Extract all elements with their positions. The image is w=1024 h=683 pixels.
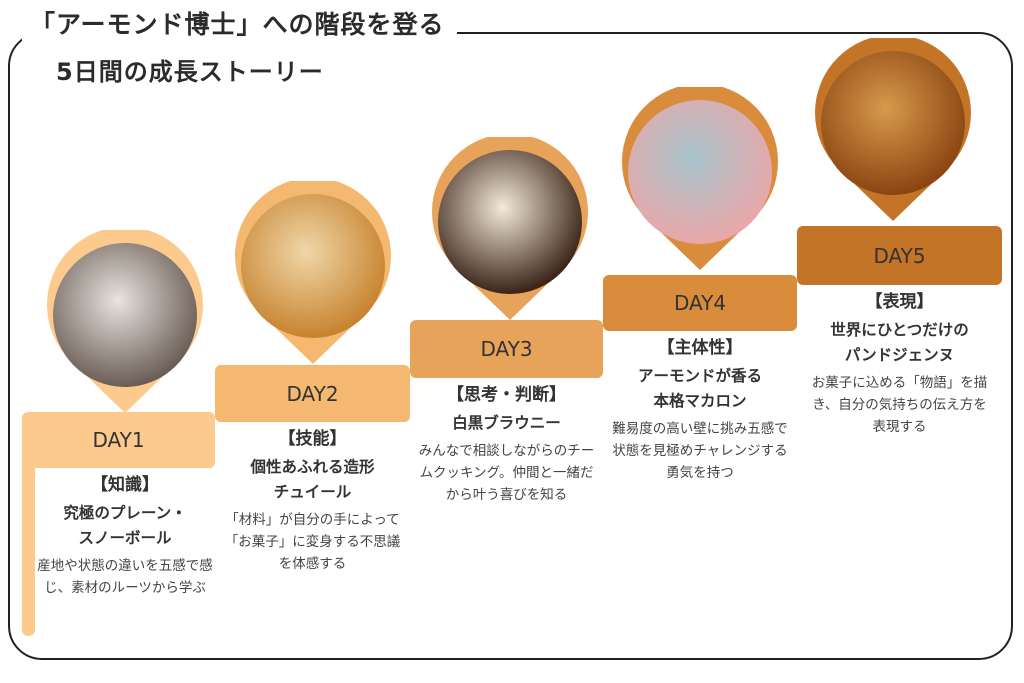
step-category: 【主体性】 — [657, 338, 743, 358]
map-pin-5 — [815, 38, 971, 221]
step-description: 難易度の高い壁に挑み五感で状態を見極めチャレンジする勇気を持つ — [612, 421, 788, 481]
step-category: 【表現】 — [865, 292, 934, 312]
marble-brownie-photo — [438, 150, 582, 294]
step-details-2: 【技能】個性あふれる造形チュイール「材料」が自分の手によって「お菓子」に変身する… — [218, 427, 408, 575]
step-title: 個性あふれる造形チュイール — [218, 455, 408, 505]
day-step-2: DAY2 — [215, 365, 410, 422]
step-riser — [22, 440, 35, 636]
step-details-4: 【主体性】アーモンドが香る本格マカロン難易度の高い壁に挑み五感で状態を見極めチャ… — [605, 336, 795, 484]
step-title: 白黒ブラウニー — [412, 411, 602, 436]
step-title-line: アーモンドが香る — [637, 367, 762, 385]
step-title-line: 本格マカロン — [653, 392, 747, 410]
step-description: みんなで相談しながらのチームクッキング。仲間と一緒だから叶う喜びを知る — [418, 443, 595, 503]
day-step-3: DAY3 — [410, 320, 603, 378]
tuile-cookies-photo — [241, 194, 385, 338]
step-title: 究極のプレーン・スノーボール — [30, 501, 220, 551]
day-step-4: DAY4 — [603, 275, 797, 331]
step-title-line: 白黒ブラウニー — [452, 414, 561, 432]
step-title-line: チュイール — [273, 483, 352, 501]
step-title-line: パンドジェンヌ — [844, 346, 955, 364]
step-title-line: 究極のプレーン・ — [63, 504, 187, 522]
step-details-3: 【思考・判断】白黒ブラウニーみんなで相談しながらのチームクッキング。仲間と一緒だ… — [412, 383, 602, 506]
map-pin-1 — [47, 230, 203, 413]
step-title: 世界にひとつだけのパンドジェンヌ — [805, 318, 995, 368]
step-description: 「材料」が自分の手によって「お菓子」に変身する不思議を体感する — [224, 512, 401, 572]
step-category: 【思考・判断】 — [447, 385, 566, 405]
step-details-5: 【表現】世界にひとつだけのパンドジェンヌお菓子に込める「物語」を描き、自分の気持… — [805, 290, 995, 438]
step-description: お菓子に込める「物語」を描き、自分の気持ちの伝え方を表現する — [811, 375, 988, 435]
step-details-1: 【知識】究極のプレーン・スノーボール産地や状態の違いを五感で感じ、素材のルーツか… — [30, 473, 220, 599]
pain-de-genes-photo — [821, 51, 965, 195]
title-line-1: 「アーモンド博士」への階段を登る — [30, 10, 445, 39]
step-title-line: 世界にひとつだけの — [830, 321, 969, 339]
step-description: 産地や状態の違いを五感で感じ、素材のルーツから学ぶ — [37, 558, 213, 596]
map-pin-4 — [622, 87, 778, 270]
map-pin-2 — [235, 181, 391, 364]
step-category: 【技能】 — [278, 429, 347, 449]
map-pin-3 — [432, 137, 588, 320]
title-line-2: 5日間の成長ストーリー — [56, 58, 324, 86]
step-title: アーモンドが香る本格マカロン — [605, 364, 795, 414]
snowball-cookies-photo — [53, 243, 197, 387]
step-title-line: 個性あふれる造形 — [250, 458, 375, 476]
macarons-photo — [628, 100, 772, 244]
frame-border — [8, 32, 1013, 660]
page-title: 「アーモンド博士」への階段を登る — [22, 8, 457, 42]
day-step-1: DAY1 — [22, 412, 215, 468]
day-step-5: DAY5 — [797, 226, 1002, 285]
step-category: 【知識】 — [91, 475, 159, 495]
step-title-line: スノーボール — [78, 529, 172, 547]
